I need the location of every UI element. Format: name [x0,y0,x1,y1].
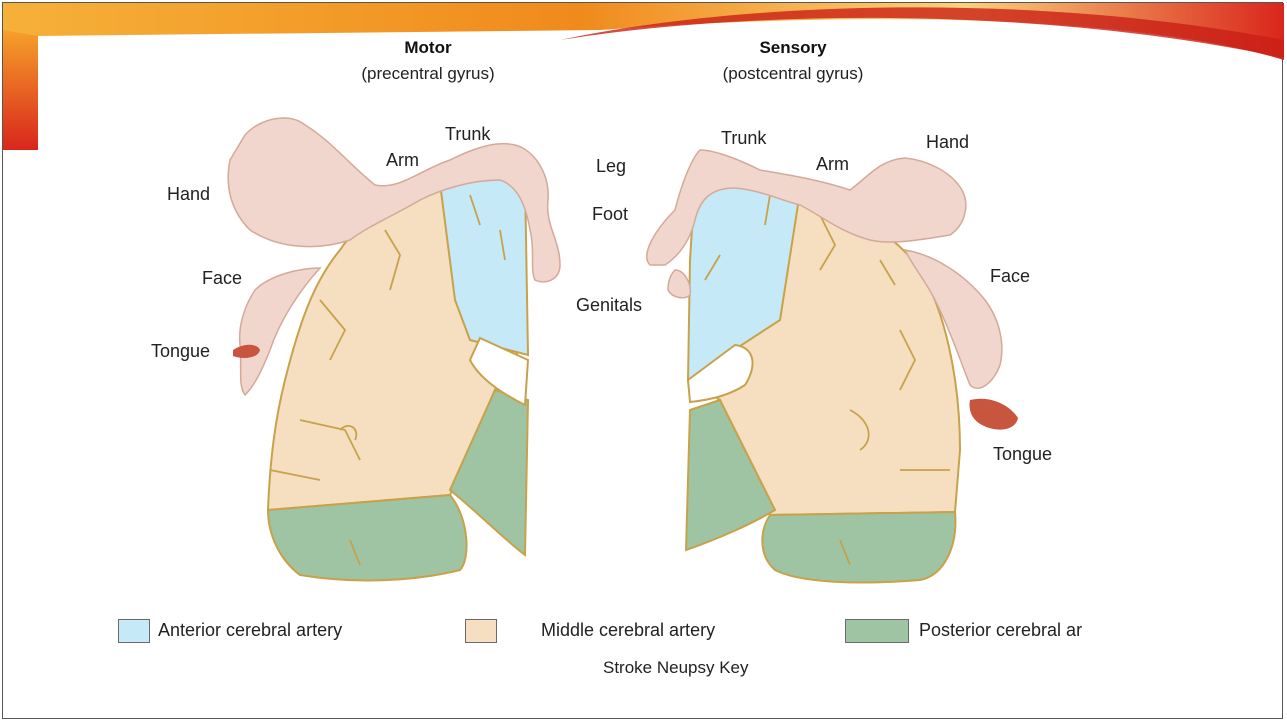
sensory-tongue-shape [970,399,1019,430]
sensory-subtitle: (postcentral gyrus) [673,64,913,84]
sensory-label-face: Face [990,266,1030,286]
sensory-hemisphere [647,150,1018,583]
legend-swatch-posterior [845,619,909,643]
sensory-label-trunk: Trunk [721,128,766,148]
sensory-posterior-region [762,512,955,583]
label-foot: Foot [592,204,628,224]
legend-label-anterior: Anterior cerebral artery [158,620,342,641]
motor-label-face: Face [202,268,242,288]
legend-label-posterior: Posterior cerebral ar [919,620,1082,641]
motor-label-arm: Arm [386,150,419,170]
motor-label-tongue: Tongue [151,341,210,361]
legend-swatch-middle [465,619,497,643]
motor-title: Motor [308,38,548,58]
sensory-label-hand: Hand [926,132,969,152]
motor-posterior-region [268,495,467,580]
sensory-title: Sensory [673,38,913,58]
motor-hemisphere [228,118,560,580]
sensory-label-arm: Arm [816,154,849,174]
legend-label-middle: Middle cerebral artery [541,620,715,641]
label-leg: Leg [596,156,626,176]
figure-caption: Stroke Neupsy Key [603,658,749,678]
sensory-label-tongue: Tongue [993,444,1052,464]
motor-label-trunk: Trunk [445,124,490,144]
legend-swatch-anterior [118,619,150,643]
motor-subtitle: (precentral gyrus) [308,64,548,84]
motor-label-hand: Hand [167,184,210,204]
label-genitals: Genitals [576,295,642,315]
